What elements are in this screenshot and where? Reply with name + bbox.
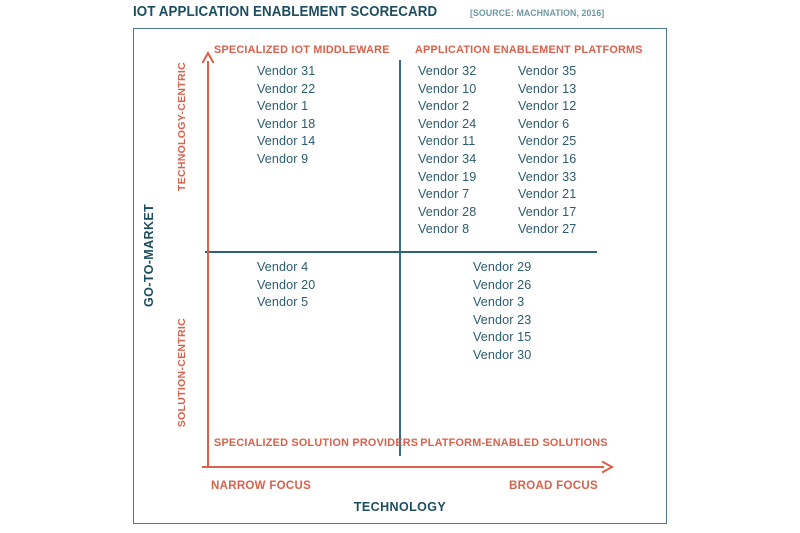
vendor-item: Vendor 10 [418, 81, 477, 96]
x-axis-arrow-icon [202, 460, 615, 474]
vendor-item: Vendor 15 [473, 330, 532, 345]
y-axis-bottom-label: SOLUTION-CENTRIC [176, 318, 188, 428]
vendor-item: Vendor 28 [418, 204, 477, 219]
source-citation: [SOURCE: MACHNATION, 2016] [469, 8, 604, 19]
vendor-item: Vendor 12 [518, 99, 577, 114]
vendor-item: Vendor 17 [518, 204, 577, 219]
x-axis-title: TECHNOLOGY [353, 500, 447, 514]
vendor-item: Vendor 27 [518, 222, 577, 237]
vendor-item: Vendor 32 [418, 64, 477, 78]
x-axis-left-label: NARROW FOCUS [211, 480, 312, 492]
vendor-item: Vendor 22 [257, 81, 316, 96]
vendor-item: Vendor 31 [257, 64, 316, 78]
vendor-list-bottom-left: Vendor 4 Vendor 20 Vendor 5 [257, 259, 315, 312]
vendor-item: Vendor 33 [518, 169, 577, 184]
quadrant-title-top-right: APPLICATION ENABLEMENT PLATFORMS [415, 44, 643, 56]
figure-title-row: IOT APPLICATION ENABLEMENT SCORECARD [SO… [133, 4, 693, 26]
vendor-list-bottom-right: Vendor 29 Vendor 26 Vendor 3 Vendor 23 Vendo… [473, 259, 531, 365]
y-axis-title: GO-TO-MARKET [142, 203, 156, 307]
vendor-item: Vendor 24 [418, 116, 477, 131]
vendor-item: Vendor 19 [418, 169, 477, 184]
vendor-item: Vendor 1 [257, 99, 309, 114]
quadrant-title-bottom-left: SPECIALIZED SOLUTION PROVIDERS [214, 437, 419, 449]
vendor-item: Vendor 30 [473, 347, 532, 362]
quadrant-title-bottom-right: PLATFORM-ENABLED SOLUTIONS [420, 437, 608, 449]
vendor-item: Vendor 4 [257, 260, 309, 274]
vendor-item: Vendor 25 [518, 134, 577, 149]
vendor-list-top-right-col2: Vendor 35 Vendor 13 Vendor 12 Vendor 6 Vendo… [518, 63, 576, 239]
vendor-item: Vendor 11 [418, 134, 476, 149]
vendor-item: Vendor 7 [418, 187, 470, 202]
vendor-item: Vendor 21 [518, 187, 577, 202]
vendor-item: Vendor 34 [418, 151, 477, 166]
y-axis-arrow-icon [201, 50, 215, 468]
vendor-item: Vendor 35 [518, 64, 577, 78]
vendor-item: Vendor 18 [257, 116, 316, 131]
vendor-item: Vendor 29 [473, 260, 532, 274]
vendor-item: Vendor 8 [418, 222, 470, 237]
vendor-item: Vendor 14 [257, 134, 316, 149]
vendor-item: Vendor 2 [418, 99, 470, 114]
y-axis-top-label: TECHNOLOGY-CENTRIC [176, 62, 188, 192]
vendor-item: Vendor 20 [257, 277, 316, 292]
x-axis-right-label: BROAD FOCUS [509, 480, 598, 492]
vendor-item: Vendor 5 [257, 295, 309, 310]
vendor-item: Vendor 9 [257, 151, 309, 166]
vendor-item: Vendor 6 [518, 116, 570, 131]
vendor-item: Vendor 23 [473, 312, 532, 327]
vertical-divider [399, 60, 401, 456]
vendor-list-top-left: Vendor 31 Vendor 22 Vendor 1 Vendor 18 Vendo… [257, 63, 315, 169]
vendor-item: Vendor 26 [473, 277, 532, 292]
vendor-item: Vendor 16 [518, 151, 577, 166]
page-title: IOT APPLICATION ENABLEMENT SCORECARD [133, 4, 438, 20]
horizontal-divider [205, 251, 597, 253]
vendor-item: Vendor 13 [518, 81, 577, 96]
vendor-item: Vendor 3 [473, 295, 525, 310]
vendor-list-top-right-col1: Vendor 32 Vendor 10 Vendor 2 Vendor 24 Vendo… [418, 63, 476, 239]
quadrant-title-top-left: SPECIALIZED IOT MIDDLEWARE [214, 44, 390, 56]
